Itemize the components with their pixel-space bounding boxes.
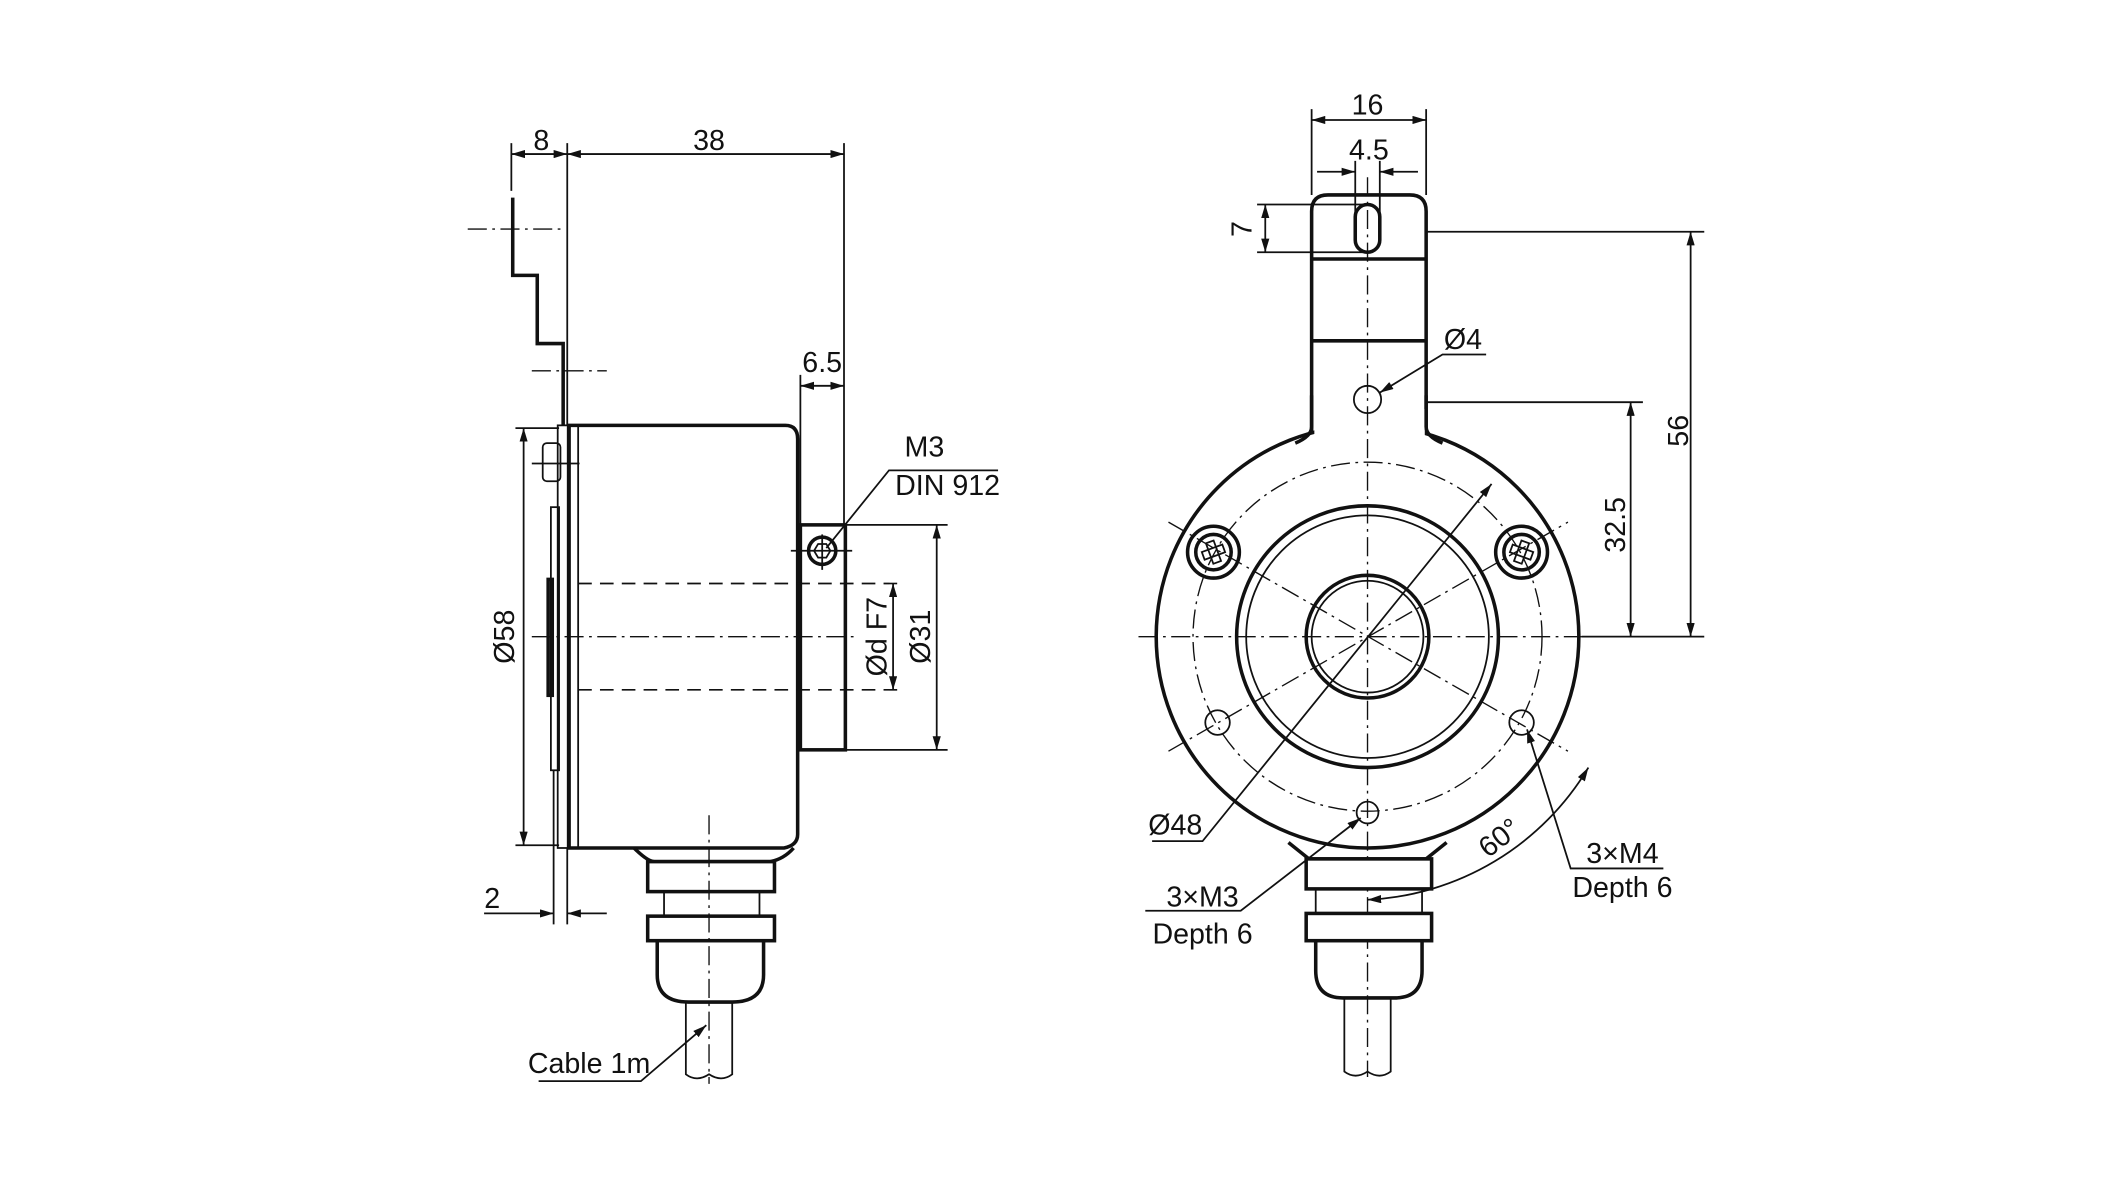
- side-view: 8 38 6.5 M3 DIN 912 Ød F7 Ø31 Ø58 2 Cabl…: [467, 125, 1000, 1084]
- clamp-screw-standard: DIN 912: [895, 470, 1000, 502]
- dim-slot-height: 7: [1227, 221, 1259, 237]
- dim-flange-thickness: 2: [484, 883, 500, 915]
- angle-label: 60°: [1473, 812, 1527, 864]
- mounting-bracket: [510, 197, 565, 426]
- cable-gland: [632, 815, 795, 1084]
- clamp-screw-label: M3: [905, 432, 945, 464]
- m3-thread-label: 3×M3: [1166, 882, 1238, 914]
- dim-shaft-bore: Ød F7: [861, 597, 893, 677]
- dim-slot-width: 4.5: [1349, 135, 1389, 167]
- cable-label: Cable 1m: [528, 1048, 650, 1080]
- m4-hole: [1204, 709, 1231, 736]
- mounting-tab: [1309, 193, 1428, 437]
- m4-depth-label: Depth 6: [1572, 872, 1672, 904]
- dim-tab-width: 16: [1352, 90, 1384, 122]
- front-view: 16 4.5 7 56 32.5 Ø4 Ø48 3×M3 Depth 6 3×M…: [1138, 90, 1705, 1078]
- dim-body-length: 38: [693, 125, 725, 157]
- dim-body-diameter: Ø58: [489, 610, 521, 664]
- m3-depth-label: Depth 6: [1152, 918, 1252, 950]
- dim-clamp-width: 6.5: [802, 347, 842, 379]
- fixing-screw-right-icon: [1493, 524, 1550, 580]
- dim-hole-diameter: Ø4: [1444, 324, 1482, 356]
- m4-thread-label: 3×M4: [1586, 838, 1658, 870]
- encoder-body: [566, 423, 800, 850]
- clamp-ring: [798, 523, 848, 752]
- dim-clamp-diameter: Ø31: [905, 610, 937, 664]
- dim-bolt-circle: Ø48: [1148, 809, 1202, 841]
- dim-bracket-offset: 8: [533, 125, 549, 157]
- dim-hole-to-center: 32.5: [1600, 497, 1632, 553]
- dim-slot-to-center: 56: [1663, 415, 1695, 447]
- m4-hole: [1508, 709, 1535, 736]
- fixing-screw-left-icon: [1185, 524, 1242, 580]
- ground-screw: [541, 442, 562, 483]
